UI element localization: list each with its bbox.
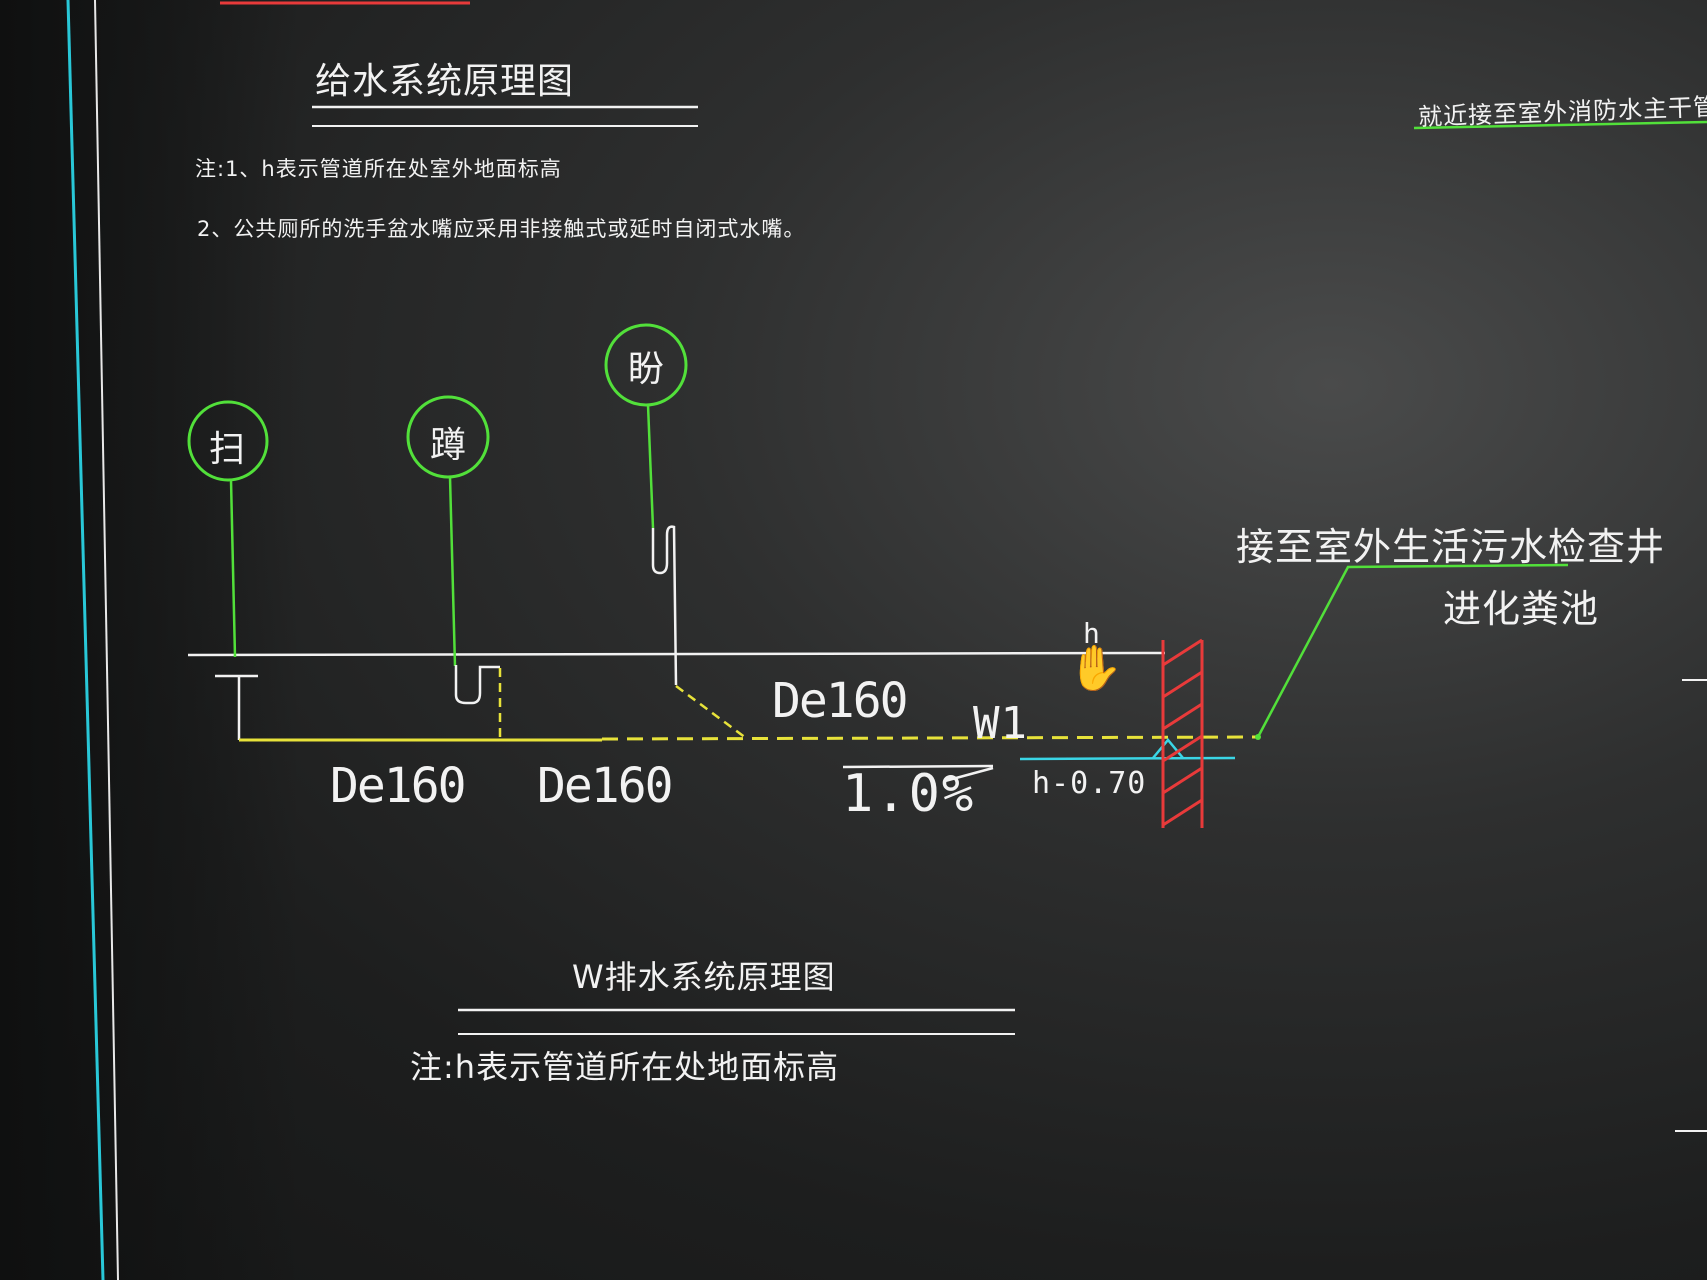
exterior-wall-hatch <box>1161 638 1204 828</box>
basin-branch <box>675 684 747 740</box>
outlet-label-line-1: 接至室外生活污水检查井 <box>1236 525 1666 569</box>
drain-main-dashed <box>601 735 1259 741</box>
pipe-size-label: De160 <box>537 758 673 814</box>
leader-cleanout <box>229 479 237 658</box>
supply-note-2: 2、公共厕所的洗手盆水嘴应采用非接触式或延时自闭式水嘴。 <box>197 217 806 241</box>
hand-pointer-icon: ✋ <box>1068 643 1123 694</box>
fixture-circle-cleanout <box>187 400 269 482</box>
drain-system-title: W排水系统原理图 <box>572 958 836 996</box>
fixture-label-basin: 盼 <box>627 349 664 390</box>
pipe-size-label: De160 <box>330 758 466 814</box>
slope-arrow <box>944 766 994 783</box>
screen-shading <box>0 0 300 1280</box>
fixture-label-squat-toilet: 蹲 <box>429 425 466 466</box>
outlet-label-line-2: 进化粪池 <box>1443 587 1600 631</box>
slope-label: 1.0% <box>842 764 976 824</box>
basin-trap <box>651 525 678 686</box>
pipe-id-label: W1 <box>973 698 1028 749</box>
fixture-label-cleanout: 扫 <box>208 429 245 470</box>
fire-main-underline <box>1413 120 1707 130</box>
elevation-label: h-0.70 <box>1032 766 1147 801</box>
leader-squat-toilet <box>448 476 457 667</box>
frame-border-inner <box>94 0 119 1280</box>
outlet-leader <box>1256 563 1569 738</box>
supply-system-title: 给水系统原理图 <box>315 61 575 102</box>
squat-toilet-trap <box>454 665 500 705</box>
fixture-circle-basin <box>604 323 688 407</box>
elevation-triangle <box>1152 738 1184 759</box>
ground-mark-label: h <box>1083 617 1101 650</box>
drain-note: 注:h表示管道所在处地面标高 <box>410 1048 840 1086</box>
frame-border-outer <box>66 0 105 1280</box>
fixture-circle-squat-toilet <box>406 395 490 479</box>
leader-basin <box>646 404 655 529</box>
pipe-size-label: De160 <box>772 673 908 729</box>
slope-bar <box>842 764 994 769</box>
supply-note-1: 注:1、h表示管道所在处室外地面标高 <box>195 157 562 181</box>
elevation-level-line <box>1019 756 1236 761</box>
outlet-leader-dot <box>1255 734 1261 740</box>
